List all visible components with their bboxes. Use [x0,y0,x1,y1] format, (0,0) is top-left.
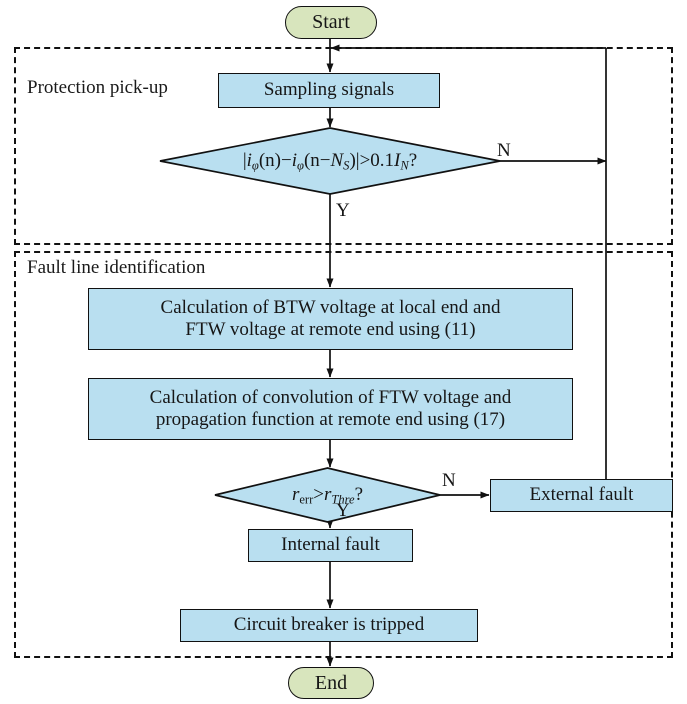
node-calculation-btw-voltage-line1: Calculation of BTW voltage at local end … [160,296,501,318]
node-decision-pickup-threshold[interactable]: |iφ(n)−iφ(n−NS)|>0.1IN? [160,128,500,194]
node-sampling-signals-label: Sampling signals [263,79,395,101]
formula-r-thre-sub: Thre [331,492,355,507]
node-end[interactable]: End [288,667,374,699]
node-calculation-convolution[interactable]: Calculation of convolution of FTW voltag… [88,378,573,440]
node-circuit-breaker-tripped[interactable]: Circuit breaker is tripped [180,609,478,642]
node-internal-fault-label: Internal fault [281,534,380,556]
formula-threshold: 0.1 [370,150,395,171]
branch-label-rerr-yes: Y [336,500,350,521]
branch-label-pickup-yes: Y [336,200,350,221]
formula-rerr-gt: > [313,484,324,505]
node-start[interactable]: Start [285,6,377,39]
formula-arg2-open: (n [303,150,320,171]
formula-arg2-minus: − [319,150,331,171]
formula-r-err-sub: err [299,492,314,507]
node-decision-rerr-threshold[interactable]: rerr>rThre? [215,468,440,522]
node-external-fault-label: External fault [529,484,634,506]
section-fault-line-identification [14,251,673,658]
node-external-fault[interactable]: External fault [490,479,673,512]
formula-rerr-question: ? [354,484,364,505]
node-calculation-btw-voltage-line2: FTW voltage at remote end using (11) [185,319,476,340]
section-label-fault-line-identification: Fault line identification [27,257,206,278]
formula-arg2-n: N [330,150,344,171]
branch-label-rerr-no: N [442,470,456,491]
node-end-label: End [314,671,348,694]
node-sampling-signals[interactable]: Sampling signals [218,73,440,108]
formula-question: ? [408,150,418,171]
formula-current-i-sub: N [400,158,409,173]
section-label-protection-pickup: Protection pick-up [27,77,168,98]
formula-gt: > [359,150,371,171]
formula-arg1: (n) [258,150,281,171]
section-protection-pickup [14,47,673,245]
formula-minus: − [281,150,292,171]
branch-label-pickup-no: N [497,140,511,161]
node-circuit-breaker-tripped-label: Circuit breaker is tripped [233,614,425,636]
node-internal-fault[interactable]: Internal fault [248,529,413,562]
decision-pickup-formula: |iφ(n)−iφ(n−NS)|>0.1IN? [243,150,417,172]
formula-i2-sub: φ [297,158,304,173]
node-calculation-convolution-line1: Calculation of convolution of FTW voltag… [149,386,512,408]
node-calculation-convolution-line2: propagation function at remote end using… [155,409,506,430]
formula-i1-sub: φ [251,158,259,173]
decision-rerr-formula: rerr>rThre? [292,484,363,506]
node-start-label: Start [312,11,350,33]
node-calculation-btw-voltage[interactable]: Calculation of BTW voltage at local end … [88,288,573,350]
